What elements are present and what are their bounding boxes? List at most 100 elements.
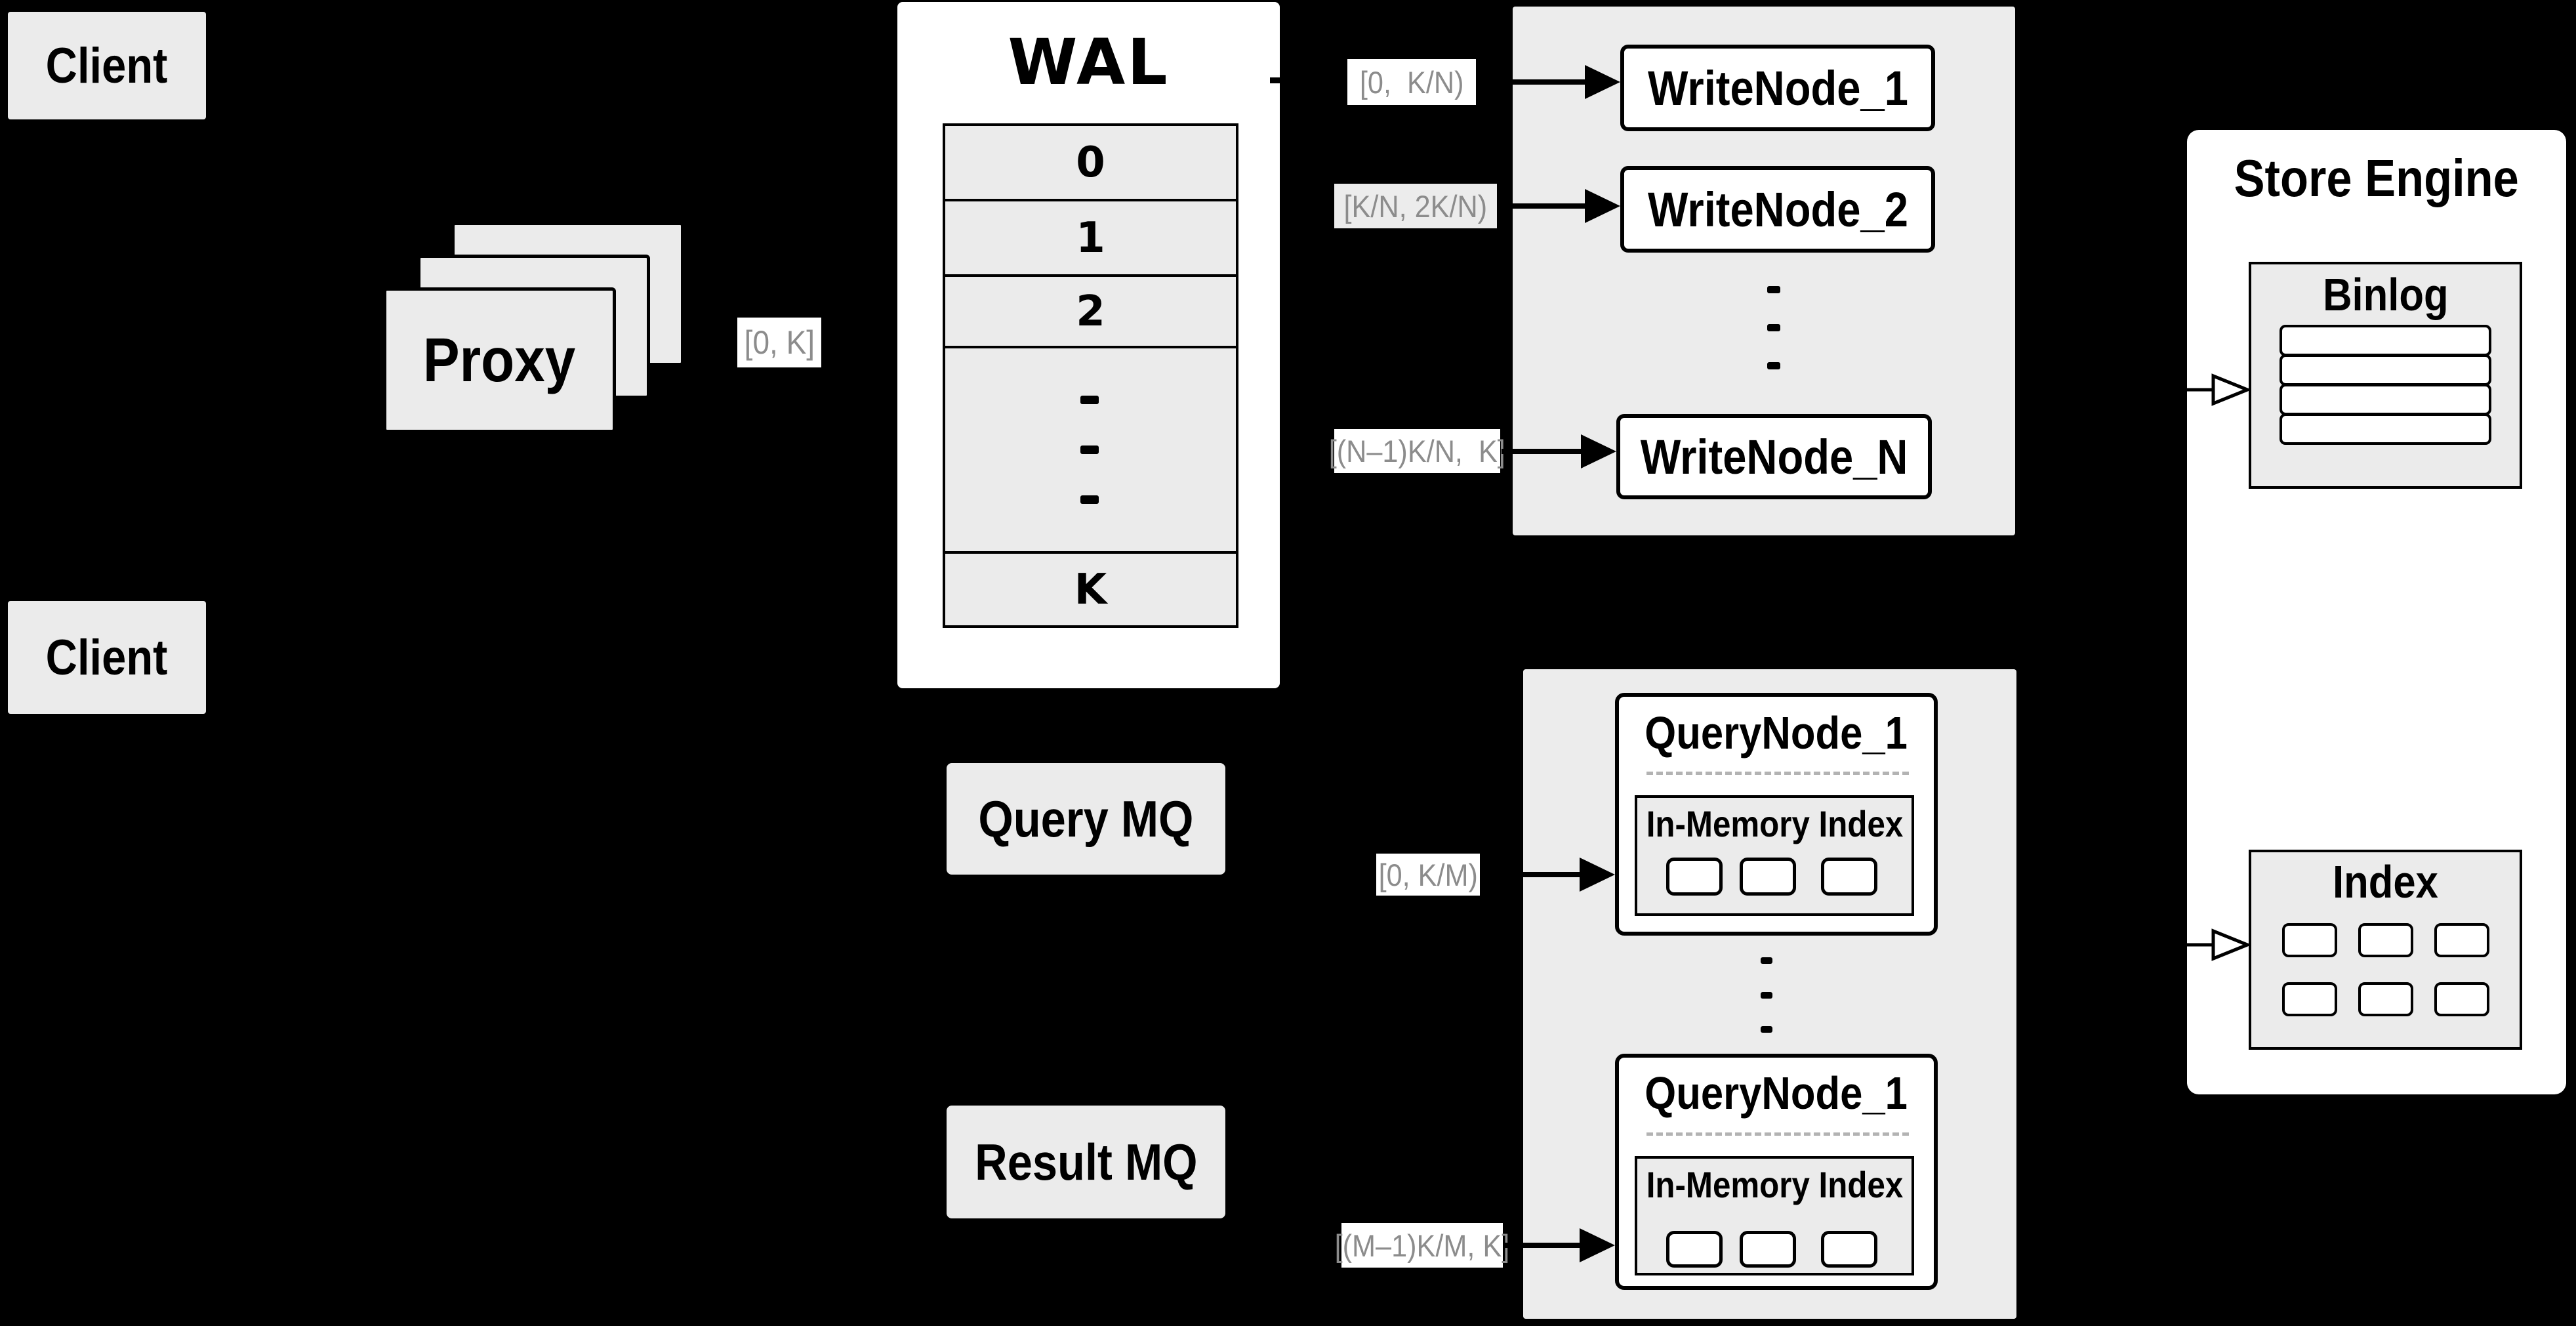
wal-table: 0 1 2 K xyxy=(943,123,1238,628)
write-range-label-1: [0, K/N) xyxy=(1347,59,1476,105)
ellipsis-dot xyxy=(1761,992,1772,999)
write-node-2: WriteNode_2 xyxy=(1620,166,1935,253)
write-node-n: WriteNode_N xyxy=(1616,414,1932,499)
query-mq-label: Query MQ xyxy=(978,789,1194,848)
binlog-row xyxy=(2280,325,2491,356)
binlog-row xyxy=(2280,384,2491,415)
range-text: [(N–1)K/N, K] xyxy=(1328,434,1506,468)
binlog-title-text: Binlog xyxy=(2322,269,2449,320)
index-title-text: Index xyxy=(2333,856,2438,907)
range-text: [K/N, 2K/N) xyxy=(1343,188,1488,224)
wal-title: WAL xyxy=(897,26,1280,99)
write-node-label: WriteNode_2 xyxy=(1647,182,1908,237)
wal-row-text: K xyxy=(1074,565,1107,614)
arrow-shaft xyxy=(1498,203,1589,209)
store-engine-title: Store Engine xyxy=(2187,146,2566,211)
wal-title-text: WAL xyxy=(1008,26,1170,99)
memory-segment xyxy=(1740,858,1796,896)
arrow-right-icon xyxy=(1477,65,1620,99)
memory-segment xyxy=(1740,1231,1796,1268)
index-title: Index xyxy=(2251,852,2520,911)
memory-segment xyxy=(1666,858,1723,896)
open-arrow-right-icon xyxy=(2125,928,2250,961)
proxy-card-front: Proxy xyxy=(383,287,616,433)
binlog-box: Binlog xyxy=(2249,262,2522,489)
arrow-shaft xyxy=(1503,1243,1584,1248)
client-box-top: Client xyxy=(8,12,206,119)
binlog-title: Binlog xyxy=(2251,264,2520,325)
index-cells-row xyxy=(2251,923,2520,957)
memory-segment xyxy=(1821,1231,1877,1268)
arrow-shaft xyxy=(1477,79,1589,85)
memory-segment xyxy=(1666,1231,1723,1268)
open-arrow-right-icon xyxy=(2125,373,2250,406)
result-mq-label: Result MQ xyxy=(974,1132,1198,1191)
ellipsis-dot xyxy=(1080,396,1099,404)
proxy-range-label: [0, K] xyxy=(737,318,821,367)
proxy-label: Proxy xyxy=(423,325,576,395)
index-cells-row xyxy=(2251,982,2520,1016)
in-memory-index-title: In-Memory Index xyxy=(1637,798,1912,849)
range-text: [(M–1)K/M, K] xyxy=(1334,1228,1510,1263)
in-memory-index-box: In-Memory Index xyxy=(1635,795,1914,916)
wal-row: 1 xyxy=(945,199,1236,274)
binlog-row xyxy=(2280,413,2491,445)
arrow-right-icon xyxy=(1480,858,1615,892)
memory-segment xyxy=(1821,858,1877,896)
write-node-label: WriteNode_N xyxy=(1640,429,1908,484)
write-node-1: WriteNode_1 xyxy=(1620,45,1935,131)
arrow-head xyxy=(1580,1228,1615,1262)
index-cell xyxy=(2358,923,2413,957)
ellipsis-dot xyxy=(1767,324,1780,331)
ellipsis-dot xyxy=(1767,286,1780,293)
arrow-right-icon xyxy=(1503,1228,1615,1262)
query-node-title-text: QueryNode_1 xyxy=(1645,1067,1908,1119)
wal-row: 2 xyxy=(945,274,1236,346)
write-range-label-2: [K/N, 2K/N) xyxy=(1334,184,1497,228)
arrow-right-icon xyxy=(1502,434,1616,468)
in-memory-index-text: In-Memory Index xyxy=(1646,802,1903,844)
query-mq-box: Query MQ xyxy=(947,763,1225,875)
index-cell xyxy=(2434,923,2489,957)
wal-row-ellipsis xyxy=(945,346,1236,551)
query-node-title: QueryNode_1 xyxy=(1619,1058,1934,1129)
dashed-divider xyxy=(1646,772,1909,775)
store-engine-title-text: Store Engine xyxy=(2234,149,2520,207)
in-memory-index-text: In-Memory Index xyxy=(1646,1163,1903,1205)
arrow-shaft xyxy=(1480,872,1584,877)
binlog-rows xyxy=(2251,325,2520,445)
arrow-head xyxy=(1581,434,1616,468)
arrow-head xyxy=(1585,65,1620,99)
ellipsis-dot xyxy=(1761,957,1772,964)
write-range-label-3: [(N–1)K/N, K] xyxy=(1329,429,1505,473)
client-label: Client xyxy=(46,37,168,94)
wal-row: K xyxy=(945,551,1236,625)
wal-row-text: 2 xyxy=(1076,287,1105,336)
in-memory-index-title: In-Memory Index xyxy=(1637,1159,1912,1210)
wal-row-text: 1 xyxy=(1076,213,1105,262)
ellipsis-dot xyxy=(1080,445,1099,454)
ellipsis-dot xyxy=(1080,495,1099,504)
index-cell xyxy=(2281,923,2337,957)
arrow-head xyxy=(1580,858,1615,892)
query-range-label-2: [(M–1)K/M, K] xyxy=(1335,1223,1509,1268)
query-range-label-1: [0, K/M) xyxy=(1376,854,1480,896)
write-node-label: WriteNode_1 xyxy=(1647,60,1908,115)
query-node-title: QueryNode_1 xyxy=(1619,697,1934,769)
query-node-title-text: QueryNode_1 xyxy=(1645,707,1908,758)
index-cell xyxy=(2358,982,2413,1016)
client-box-bottom: Client xyxy=(8,601,206,714)
range-text: [0, K/N) xyxy=(1359,64,1464,100)
result-mq-box: Result MQ xyxy=(947,1106,1225,1218)
arrow-shaft xyxy=(1502,449,1585,454)
dashed-divider xyxy=(1646,1132,1909,1136)
index-cell xyxy=(2434,982,2489,1016)
range-text: [0, K/M) xyxy=(1378,857,1478,892)
binlog-row xyxy=(2280,354,2491,386)
index-box: Index xyxy=(2249,850,2522,1050)
client-label: Client xyxy=(46,629,168,686)
arrow-right-icon xyxy=(1498,189,1620,223)
index-cell xyxy=(2281,982,2337,1016)
wal-row-text: 0 xyxy=(1076,138,1105,187)
